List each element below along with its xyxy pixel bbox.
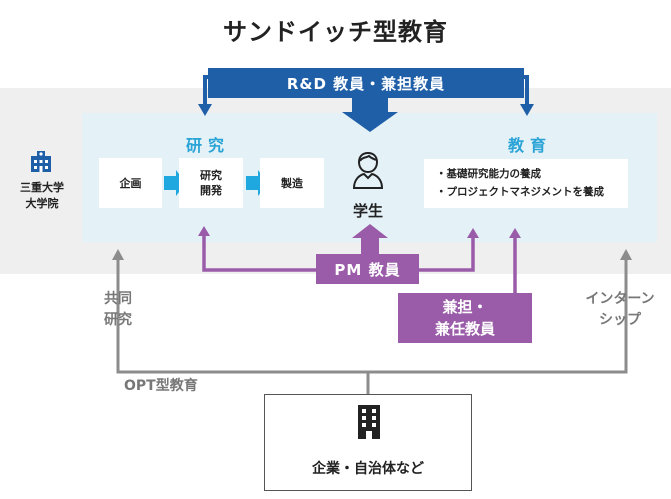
person-icon xyxy=(352,151,384,189)
pm-arrow-right xyxy=(467,228,479,238)
pm-arrow-up xyxy=(352,224,388,254)
internship-arrow xyxy=(620,249,632,260)
university-label: 三重大学 大学院 xyxy=(14,180,70,212)
pm-arrow-left xyxy=(198,226,210,236)
rd-line-right xyxy=(524,75,529,104)
education-label: 教育 xyxy=(508,136,553,155)
internship-label: インターン シップ xyxy=(585,291,655,328)
pm-line-left xyxy=(202,234,316,272)
education-box: ・基礎研究能力の養成 ・プロジェクトマネジメントを養成 xyxy=(424,159,628,208)
opt-frame-line xyxy=(116,258,628,374)
research-step-development: 研究 開発 xyxy=(179,158,243,208)
research-step-planning: 企画 xyxy=(99,158,162,208)
pm-faculty-box: PM 教員 xyxy=(316,254,419,284)
research-label: 研究 xyxy=(186,136,231,155)
diagram-title: サンドイッチ型教育 xyxy=(223,18,448,46)
rd-arrow-center xyxy=(342,98,398,132)
joint-research-arrow xyxy=(112,249,124,260)
rd-line-left xyxy=(203,75,208,104)
concurrent-faculty-box: 兼担・ 兼任教員 xyxy=(398,293,532,343)
rd-faculty-box: R&D 教員・兼担教員 xyxy=(208,68,524,98)
joint-research-label: 共同 研究 xyxy=(104,291,132,328)
rd-arrow-left xyxy=(198,104,212,116)
office-building-icon xyxy=(358,405,380,439)
company-label: 企業・自治体など xyxy=(312,461,424,477)
rd-arrow-right xyxy=(520,104,534,116)
student-label: 学生 xyxy=(352,202,383,220)
school-building-icon xyxy=(31,151,51,172)
kennin-arrow xyxy=(509,228,521,238)
research-step-manufacturing: 製造 xyxy=(260,158,324,208)
opt-education-label: OPT型教育 xyxy=(124,378,198,394)
education-item-1: ・基礎研究能力の養成 xyxy=(436,168,541,180)
pm-line-right xyxy=(419,236,475,272)
education-item-2: ・プロジェクトマネジメントを養成 xyxy=(436,186,604,198)
university-line1: 三重大学 xyxy=(20,181,64,194)
university-line2: 大学院 xyxy=(25,197,59,210)
